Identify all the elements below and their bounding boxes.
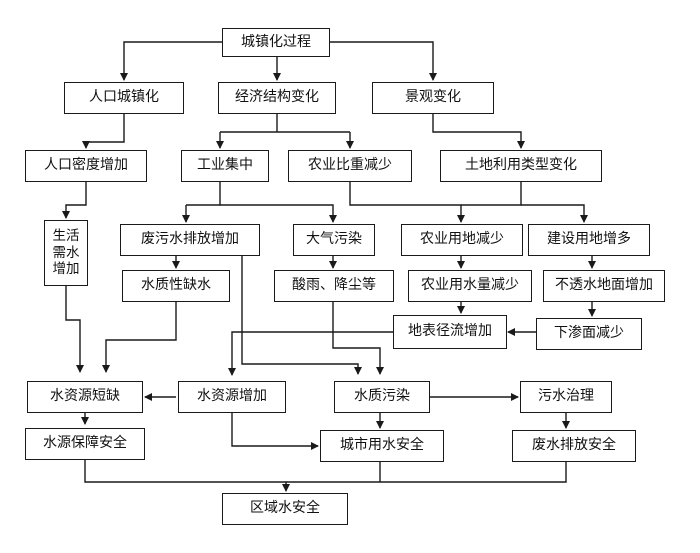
node-label: 地表径流增加 bbox=[408, 323, 492, 340]
node-label: 水质性缺水 bbox=[141, 277, 211, 294]
node-infiltration-decrease: 下渗面减少 bbox=[536, 318, 642, 350]
node-label: 景观变化 bbox=[405, 89, 461, 106]
edge-landuse-split bbox=[461, 182, 522, 206]
node-acid-rain: 酸雨、降尘等 bbox=[274, 270, 394, 302]
node-label: 人口密度增加 bbox=[44, 157, 128, 174]
node-runoff-increase: 地表径流增加 bbox=[393, 315, 507, 349]
node-landscape-change: 景观变化 bbox=[372, 82, 494, 114]
node-water-pollution: 水质污染 bbox=[334, 381, 430, 413]
node-label: 大气污染 bbox=[306, 231, 362, 248]
node-population-density: 人口密度增加 bbox=[25, 150, 147, 182]
node-water-increase: 水资源增加 bbox=[178, 381, 286, 413]
node-sewage-treatment: 污水治理 bbox=[520, 381, 612, 413]
edge-domestic-shortage bbox=[65, 286, 84, 373]
node-label: 土地利用类型变化 bbox=[465, 157, 577, 174]
node-water-shortage: 水资源短缺 bbox=[27, 381, 143, 413]
node-label: 生活需水增加 bbox=[52, 227, 80, 278]
node-discharge-security: 废水排放安全 bbox=[512, 430, 636, 462]
edge-agriculture-farmland bbox=[349, 182, 465, 223]
node-agri-water-decrease: 农业用水量减少 bbox=[408, 270, 532, 302]
edge-landuse-construction bbox=[521, 204, 588, 223]
node-label: 废水排放安全 bbox=[532, 437, 616, 454]
edge-density-domestic bbox=[62, 182, 87, 219]
edge-acid-pollution bbox=[332, 302, 384, 375]
node-population-urbanization: 人口城镇化 bbox=[64, 82, 184, 114]
node-urban-water-security: 城市用水安全 bbox=[320, 430, 444, 462]
node-label: 区域水安全 bbox=[250, 500, 320, 517]
edge-industry-split bbox=[186, 182, 221, 206]
edge-wastewater-pollution bbox=[241, 256, 362, 375]
node-label: 农业比重减少 bbox=[308, 157, 392, 174]
node-impervious-increase: 不透水地面增加 bbox=[543, 270, 665, 302]
edge-population-density bbox=[82, 114, 125, 149]
node-label: 经济结构变化 bbox=[235, 89, 319, 106]
edge-source-regional bbox=[84, 460, 290, 492]
node-label: 水源保障安全 bbox=[43, 435, 127, 452]
node-domestic-water: 生活需水增加 bbox=[44, 220, 88, 286]
node-label: 污水治理 bbox=[538, 388, 594, 405]
node-label: 废污水排放增加 bbox=[141, 231, 239, 248]
node-urbanization: 城镇化过程 bbox=[222, 28, 330, 57]
edge-landscape-landuse bbox=[432, 114, 525, 149]
node-source-security: 水源保障安全 bbox=[25, 428, 145, 460]
node-wastewater-increase: 废污水排放增加 bbox=[120, 224, 260, 256]
node-label: 工业集中 bbox=[197, 157, 253, 174]
node-regional-security: 区域水安全 bbox=[222, 493, 348, 525]
edge-urbanization-population bbox=[120, 41, 222, 81]
node-label: 下渗面减少 bbox=[554, 325, 624, 342]
edge-runoff-increase bbox=[228, 331, 393, 376]
node-construction-increase: 建设用地增多 bbox=[528, 224, 650, 256]
edge-increase-urban bbox=[231, 411, 319, 450]
node-label: 城镇化过程 bbox=[241, 33, 311, 50]
node-label: 水资源短缺 bbox=[50, 388, 120, 405]
node-label: 酸雨、降尘等 bbox=[292, 277, 376, 294]
node-label: 农业用水量减少 bbox=[421, 277, 519, 294]
node-label: 建设用地增多 bbox=[547, 231, 631, 248]
edge-industry-air bbox=[220, 204, 337, 223]
node-farmland-decrease: 农业用地减少 bbox=[401, 224, 523, 256]
node-label: 水质污染 bbox=[354, 388, 410, 405]
node-industry-concentration: 工业集中 bbox=[181, 150, 269, 182]
node-label: 农业用地减少 bbox=[420, 231, 504, 248]
node-label: 人口城镇化 bbox=[89, 89, 159, 106]
node-land-use-change: 土地利用类型变化 bbox=[440, 150, 602, 182]
node-label: 不透水地面增加 bbox=[555, 277, 653, 294]
edge-quality-shortage bbox=[102, 302, 177, 373]
node-air-pollution: 大气污染 bbox=[293, 224, 375, 256]
node-agriculture-decrease: 农业比重减少 bbox=[288, 150, 412, 182]
node-economic-structure: 经济结构变化 bbox=[218, 82, 336, 114]
edge-urbanization-landscape bbox=[330, 41, 437, 81]
node-quality-shortage: 水质性缺水 bbox=[122, 270, 230, 302]
node-label: 水资源增加 bbox=[197, 388, 267, 405]
edge-discharge-regional bbox=[286, 462, 567, 483]
node-label: 城市用水安全 bbox=[340, 437, 424, 454]
